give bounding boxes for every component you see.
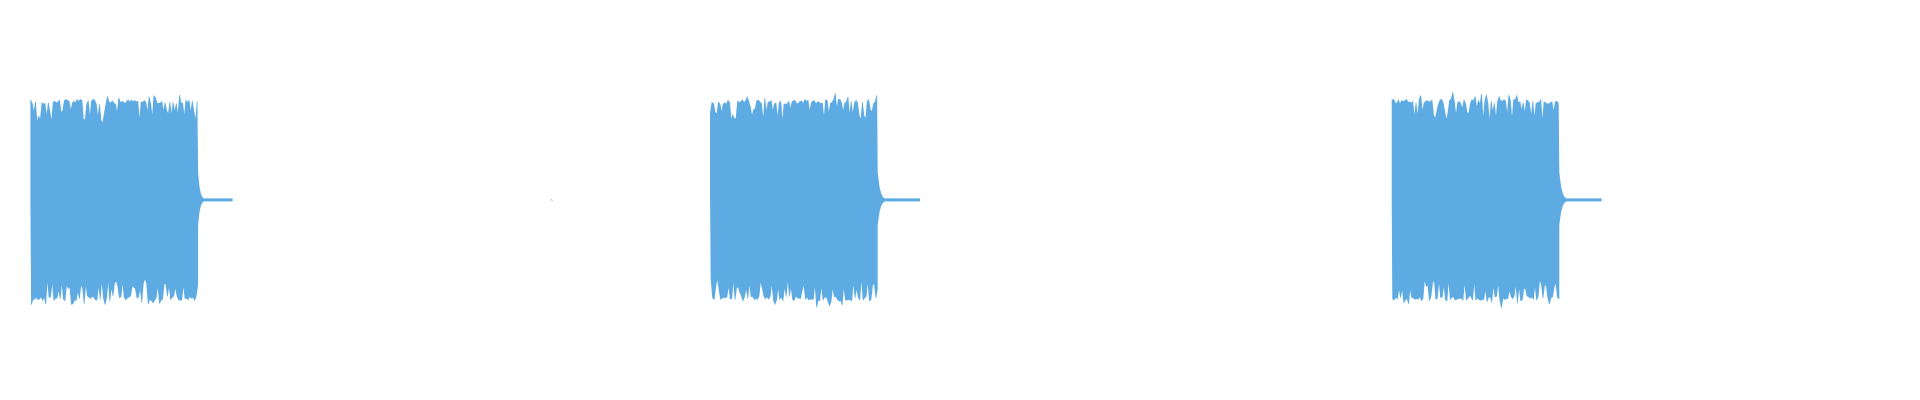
waveform-series (30, 92, 1602, 309)
waveform-burst-2 (710, 93, 920, 308)
waveform-burst-1 (30, 95, 233, 305)
waveform-burst-3 (1391, 92, 1602, 309)
waveform-blip-1 (550, 199, 553, 201)
